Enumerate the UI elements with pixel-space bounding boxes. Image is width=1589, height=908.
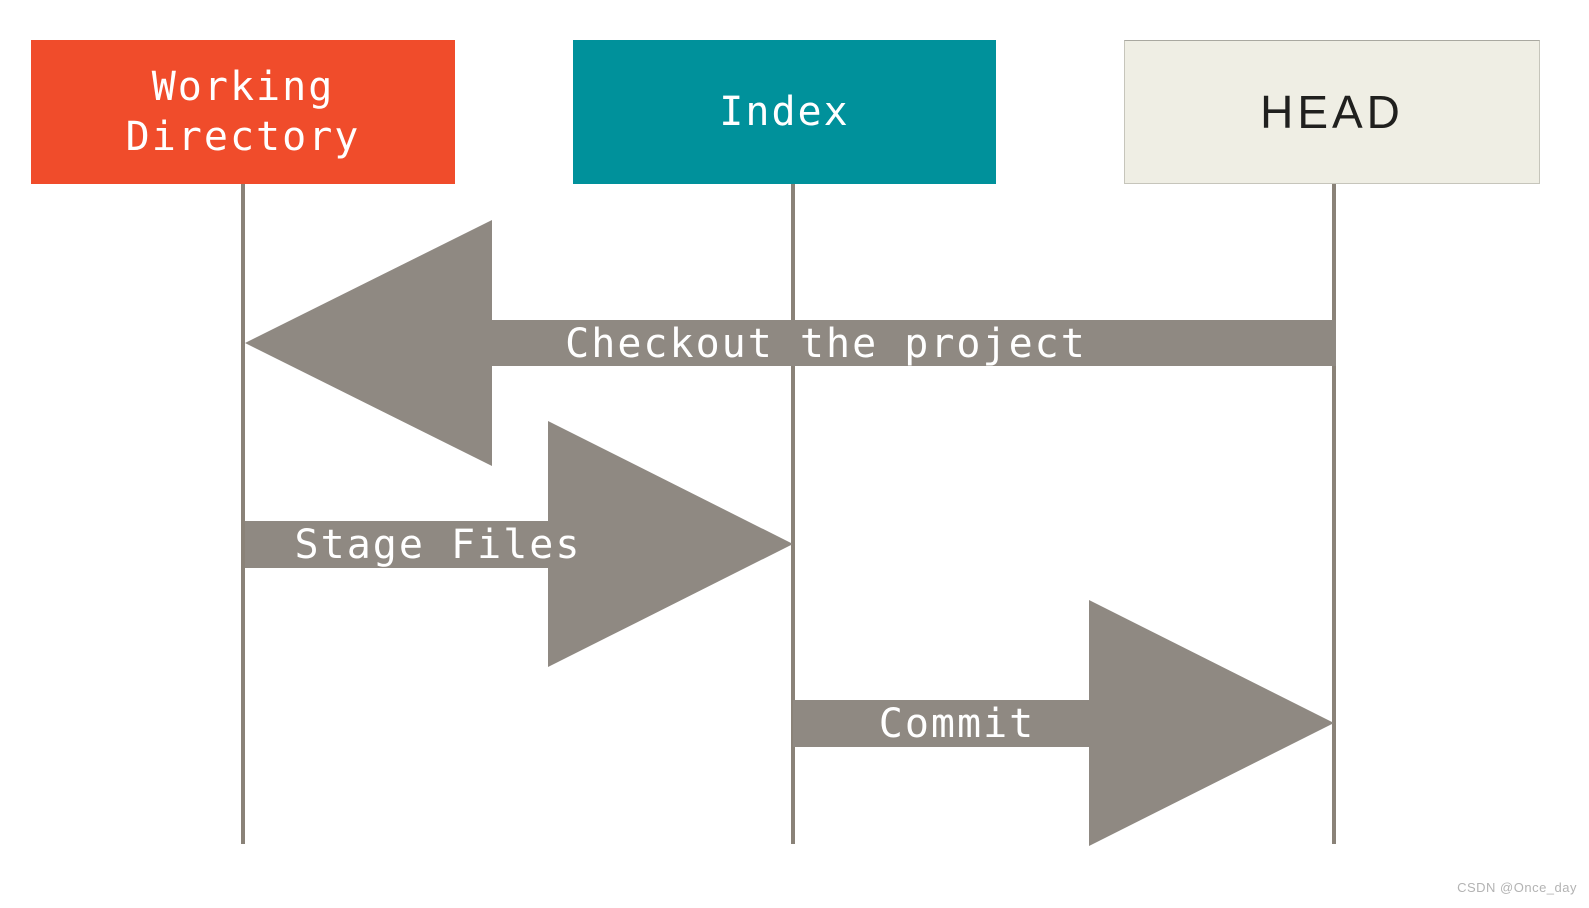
stage-files-arrow-label: Stage Files bbox=[294, 522, 582, 568]
working-directory-lifeline bbox=[241, 184, 245, 844]
commit-arrow-shaft bbox=[793, 700, 1089, 747]
head-box: HEAD bbox=[1124, 40, 1540, 184]
stage-files-arrowhead-right-icon bbox=[548, 421, 793, 667]
index-label: Index bbox=[719, 89, 850, 135]
csdn-watermark: CSDN @Once_day bbox=[1457, 880, 1577, 895]
index-lifeline bbox=[791, 184, 795, 844]
commit-arrow-label: Commit bbox=[878, 701, 1036, 747]
index-box: Index bbox=[573, 40, 996, 184]
checkout-arrow-label: Checkout the project bbox=[565, 321, 1087, 367]
working-directory-box: Working Directory bbox=[31, 40, 455, 184]
working-directory-label: Working Directory bbox=[125, 64, 361, 160]
head-label: HEAD bbox=[1260, 86, 1404, 138]
commit-arrowhead-right-icon bbox=[1089, 600, 1334, 846]
checkout-arrowhead-left-icon bbox=[245, 220, 492, 466]
checkout-arrow-shaft bbox=[490, 320, 1336, 366]
head-lifeline bbox=[1332, 184, 1336, 844]
stage-files-arrow-shaft bbox=[245, 521, 548, 568]
